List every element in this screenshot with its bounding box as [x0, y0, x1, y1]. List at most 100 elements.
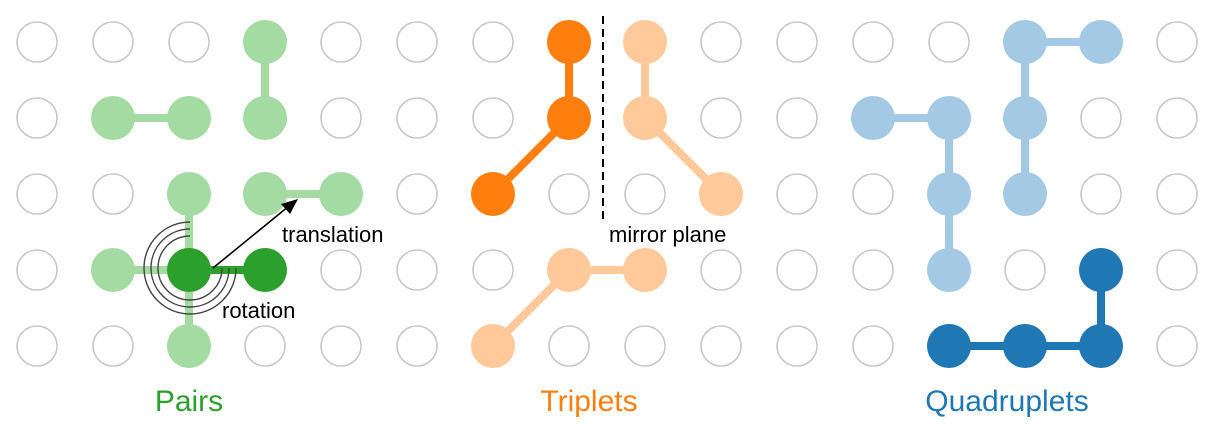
quadruplet-a-sites: [851, 96, 971, 292]
cluster-site: [547, 96, 591, 140]
empty-site: [16, 21, 58, 63]
rotation-arcs: [143, 221, 237, 315]
empty-site: [1156, 249, 1198, 291]
translation-label: translation: [282, 222, 384, 247]
cluster-site: [167, 248, 211, 292]
empty-site: [700, 249, 742, 291]
empty-site: [320, 97, 362, 139]
empty-site: [1156, 21, 1198, 63]
cluster-site: [547, 20, 591, 64]
cluster-site: [927, 324, 971, 368]
empty-site: [396, 97, 438, 139]
empty-site: [624, 173, 666, 215]
cluster-site: [167, 96, 211, 140]
cluster-site: [1079, 20, 1123, 64]
empty-site: [1156, 97, 1198, 139]
empty-site: [396, 21, 438, 63]
empty-site: [92, 325, 134, 367]
empty-site: [472, 21, 514, 63]
cluster-site: [927, 248, 971, 292]
triplet-mirrored-sites: [623, 20, 743, 216]
pair-vertical-sites: [243, 20, 287, 140]
empty-site: [16, 249, 58, 291]
pairs-title: Pairs: [155, 385, 223, 418]
empty-site: [92, 21, 134, 63]
empty-site: [776, 173, 818, 215]
empty-site: [776, 21, 818, 63]
empty-site: [548, 173, 590, 215]
cluster-sites: [91, 20, 1123, 368]
cluster-site: [1003, 324, 1047, 368]
empty-site: [396, 173, 438, 215]
triplet-rotated-sites: [471, 248, 667, 368]
empty-site: [396, 249, 438, 291]
empty-site: [472, 97, 514, 139]
cluster-site: [623, 248, 667, 292]
cluster-site: [471, 324, 515, 368]
empty-site: [852, 21, 894, 63]
cluster-site: [1003, 20, 1047, 64]
empty-site: [776, 325, 818, 367]
cluster-site: [91, 248, 135, 292]
empty-site: [928, 21, 970, 63]
empty-site: [1004, 249, 1046, 291]
cluster-site: [243, 96, 287, 140]
cluster-site: [851, 96, 895, 140]
empty-site: [1080, 173, 1122, 215]
empty-site: [92, 173, 134, 215]
empty-site: [776, 97, 818, 139]
quadruplet-original-sites: [927, 248, 1123, 368]
empty-site: [244, 325, 286, 367]
cluster-site: [471, 172, 515, 216]
quadruplet-b-sites: [1003, 20, 1123, 216]
empty-site: [472, 249, 514, 291]
cluster-site: [927, 172, 971, 216]
empty-site: [16, 173, 58, 215]
cluster-site: [927, 96, 971, 140]
empty-site: [700, 21, 742, 63]
cluster-site: [699, 172, 743, 216]
mirror-plane-label: mirror plane: [609, 222, 726, 247]
cluster-site: [91, 96, 135, 140]
empty-site: [624, 325, 666, 367]
empty-site: [548, 325, 590, 367]
empty-site: [320, 21, 362, 63]
empty-site: [16, 325, 58, 367]
empty-site: [16, 97, 58, 139]
empty-site: [1156, 173, 1198, 215]
rotation-label: rotation: [222, 298, 295, 323]
empty-site: [1156, 325, 1198, 367]
cluster-site: [243, 20, 287, 64]
triplets-title: Triplets: [540, 385, 637, 418]
pair-original-sites: [167, 248, 287, 292]
cluster-site: [623, 20, 667, 64]
pair-horizontal-sites: [91, 96, 211, 140]
empty-site: [320, 249, 362, 291]
empty-site: [320, 325, 362, 367]
empty-site: [396, 325, 438, 367]
cluster-site: [243, 248, 287, 292]
empty-site: [700, 325, 742, 367]
triplet-original-sites: [471, 20, 591, 216]
cluster-site: [1079, 248, 1123, 292]
empty-site: [168, 21, 210, 63]
cluster-site: [623, 96, 667, 140]
cluster-site: [167, 324, 211, 368]
empty-site: [776, 249, 818, 291]
empty-site: [852, 249, 894, 291]
cluster-site: [167, 172, 211, 216]
cluster-site: [547, 248, 591, 292]
cluster-site: [1003, 96, 1047, 140]
cluster-site: [1079, 324, 1123, 368]
empty-site: [1080, 97, 1122, 139]
cluster-site: [319, 172, 363, 216]
cluster-site: [243, 172, 287, 216]
empty-site: [700, 97, 742, 139]
cluster-site: [1003, 172, 1047, 216]
translation-arrow: [212, 199, 298, 269]
empty-site: [852, 173, 894, 215]
empty-site: [852, 325, 894, 367]
quadruplets-title: Quadruplets: [925, 385, 1088, 418]
pair-translated-sites: [243, 172, 363, 216]
